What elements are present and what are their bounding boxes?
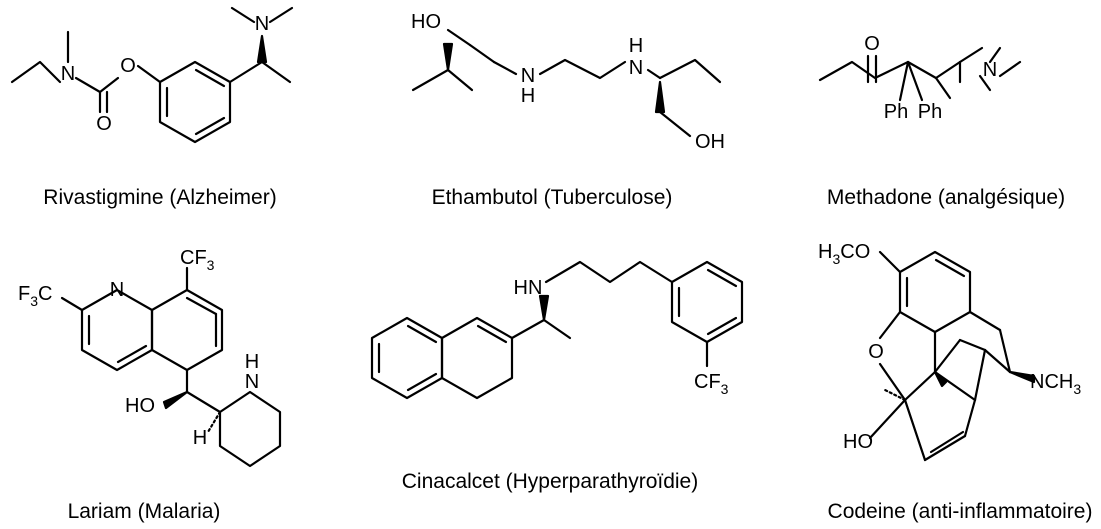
rivastigmine-o-ester-label: O (120, 55, 136, 77)
codeine-ho-label: HO (843, 431, 873, 453)
ethambutol-n2-label: N (629, 57, 643, 79)
caption-cinacalcet: Cinacalcet (Hyperparathyroïdie) (401, 470, 699, 493)
caption-codeine: Codeine (anti-inflammatoire) (827, 500, 1093, 523)
lariam-cf3-top-label: CF3 (180, 247, 215, 273)
rivastigmine-n-carbamate-label: N (61, 63, 75, 85)
cinacalcet-hn-label: HN (514, 277, 543, 299)
methadone-structure (818, 46, 1022, 102)
lariam-ho-label: HO (125, 395, 155, 417)
codeine-o-ring-label: O (868, 341, 884, 363)
codeine-nch3-label: NCH3 (1030, 371, 1081, 397)
ethambutol-structure (411, 28, 722, 138)
lariam-f3c-label: F3C (18, 283, 52, 309)
ethambutol-h1-label: H (521, 85, 535, 107)
rivastigmine-structure (10, 6, 294, 144)
lariam-h-label: H (193, 427, 207, 449)
caption-methadone: Methadone (analgésique) (826, 186, 1066, 209)
methadone-ph1-label: Ph (884, 101, 908, 123)
methadone-o-label: O (864, 33, 880, 55)
codeine-structure (868, 250, 1036, 462)
cinacalcet-structure (370, 260, 744, 400)
ethambutol-n1-label: N (521, 65, 535, 87)
methadone-n-label: N (983, 59, 997, 81)
ethambutol-h2-label: H (629, 35, 643, 57)
caption-ethambutol: Ethambutol (Tuberculose) (431, 186, 673, 209)
rivastigmine-o-carbonyl-label: O (96, 113, 112, 135)
lariam-n-ring-label: N (110, 279, 124, 301)
ethambutol-oh-label: OH (695, 131, 725, 153)
methadone-ph2-label: Ph (918, 101, 942, 123)
ethambutol-ho-label: HO (411, 11, 441, 33)
lariam-structure (60, 266, 282, 468)
cinacalcet-cf3-label: CF3 (694, 371, 729, 397)
codeine-h3co-label: H3CO (818, 241, 870, 267)
caption-lariam: Lariam (Malaria) (67, 500, 221, 523)
rivastigmine-n-dimethyl-label: N (255, 13, 269, 35)
lariam-h-pip-label: H (245, 351, 259, 373)
lariam-n-pip-label: N (245, 371, 259, 393)
caption-rivastigmine: Rivastigmine (Alzheimer) (43, 186, 277, 209)
